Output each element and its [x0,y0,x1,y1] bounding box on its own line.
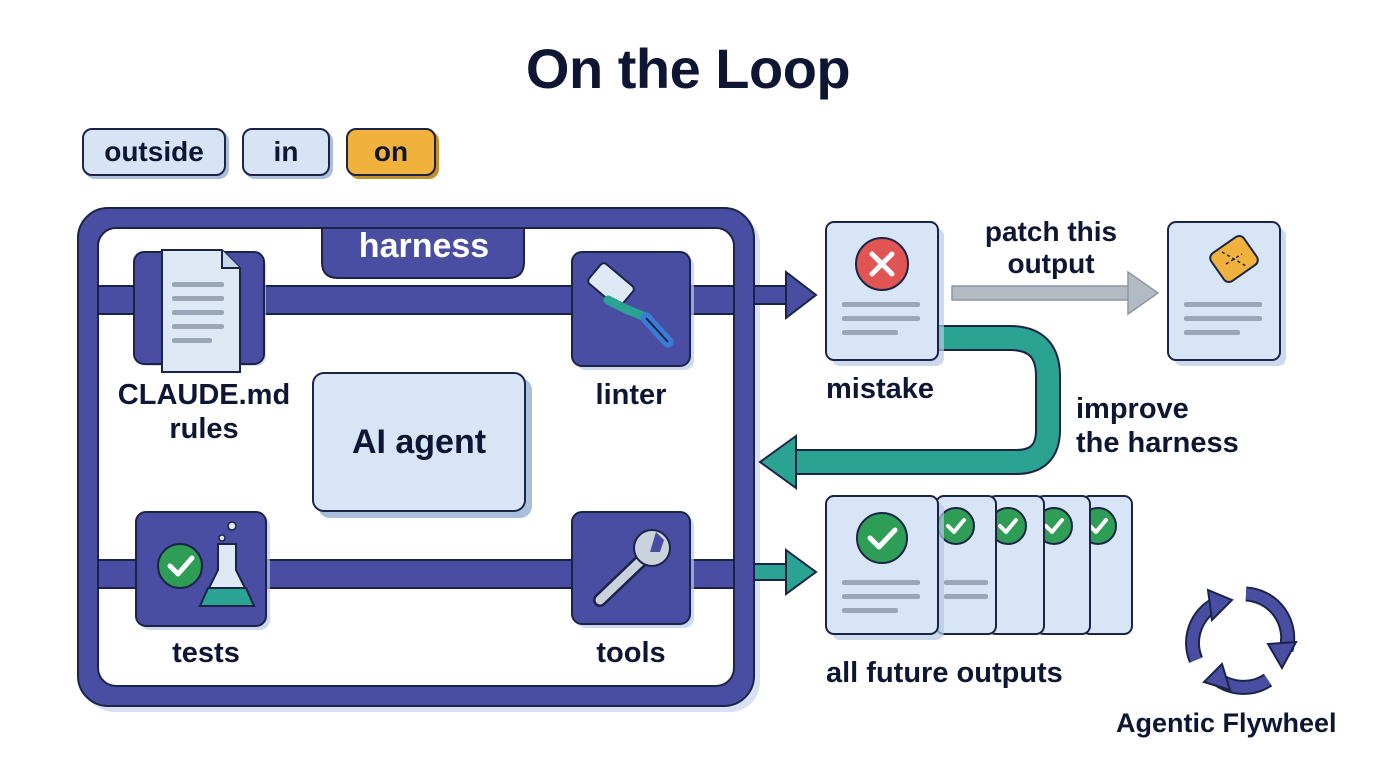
mistake-label: mistake [826,373,935,405]
tests-icon-box [135,511,270,630]
linter-label: linter [595,379,667,411]
future-outputs-label: all future outputs [826,657,1063,689]
harness-to-mistake-arrow [753,269,818,321]
tools-label: tools [596,637,666,669]
future-outputs-stack [825,495,1133,640]
future-output-card [935,495,997,635]
rules-label: CLAUDE.md rules [117,379,291,445]
patch-icon [1209,234,1259,284]
mode-outside-badge: outside [82,128,226,176]
mistake-card [825,221,944,366]
page-title: On the Loop [525,37,851,100]
document-icon [161,249,241,373]
harness-label: harness [358,226,490,265]
patch-output-label: patch this output [984,216,1118,279]
improve-harness-label: improve the harness [1076,393,1239,459]
linter-icon-box [571,251,694,370]
check-circle-icon [157,543,203,589]
patched-output-card [1167,221,1286,366]
mode-on-badge: on [346,128,436,176]
flywheel-label: Agentic Flywheel [1116,708,1337,738]
paint-roller-icon [587,262,674,348]
x-circle-icon [855,237,909,291]
mode-in-badge: in [242,128,330,176]
rules-icon-box [133,249,266,373]
harness-to-future-arrow [753,548,818,596]
cycle-arrows-icon [1185,586,1298,695]
flask-icon [198,521,256,607]
patch-output-arrow [951,270,1160,316]
future-output-card [825,495,944,640]
ai-agent-box: AI agent [312,372,526,512]
tools-icon-box [571,511,694,628]
tests-label: tests [172,637,240,669]
wrench-icon [593,529,671,607]
improve-harness-arrow [758,325,1061,490]
